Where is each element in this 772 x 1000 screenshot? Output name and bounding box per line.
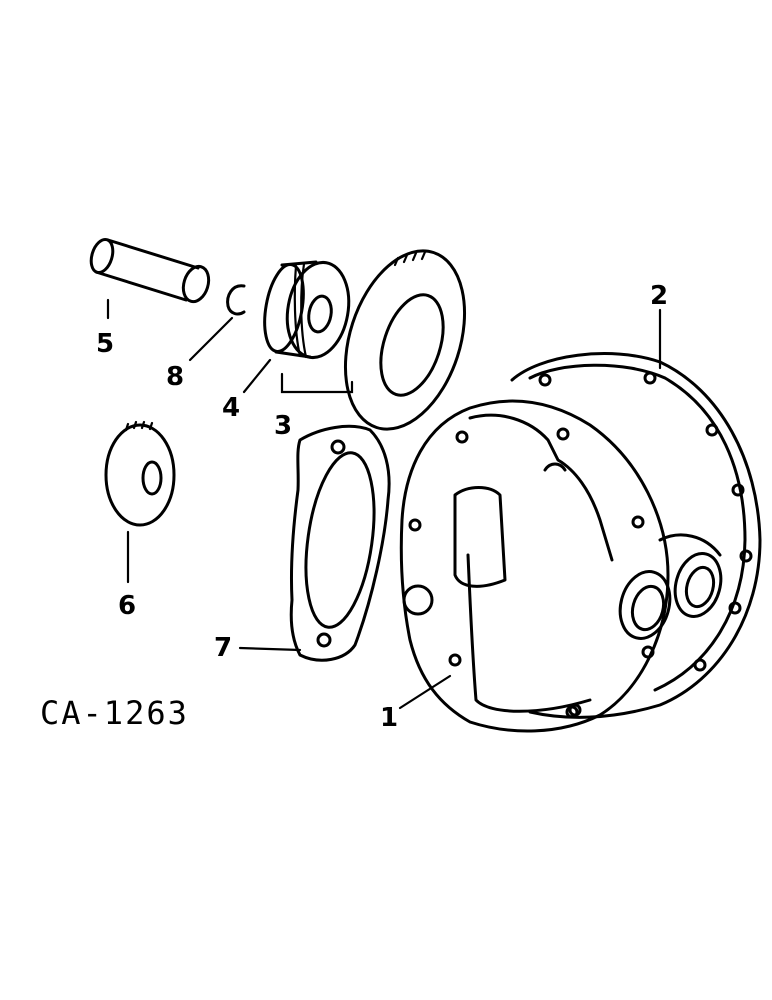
leader-8 — [188, 316, 234, 362]
callout-8: 8 — [166, 362, 184, 392]
part-5-pin — [89, 237, 211, 304]
part-8-snap-ring — [226, 284, 246, 316]
part-7-gasket — [289, 424, 391, 662]
callout-1: 1 — [380, 703, 398, 733]
callout-3: 3 — [274, 411, 292, 441]
leader-1 — [398, 674, 452, 710]
part-2-flange — [510, 352, 762, 719]
callout-6: 6 — [118, 591, 136, 621]
callout-2: 2 — [650, 281, 668, 311]
callout-4: 4 — [222, 393, 240, 423]
callout-7: 7 — [214, 633, 232, 663]
leader-lines — [106, 298, 662, 710]
part-6-gear-washer — [104, 420, 176, 527]
leader-3 — [280, 372, 354, 394]
part-4-bushing — [263, 260, 351, 360]
callout-5: 5 — [96, 329, 114, 359]
part-1-housing — [399, 399, 723, 733]
leader-7 — [238, 646, 302, 652]
part-3-thrust-washer — [343, 249, 467, 431]
figure-code: CA-1263 — [40, 694, 189, 732]
leader-4 — [242, 358, 272, 394]
